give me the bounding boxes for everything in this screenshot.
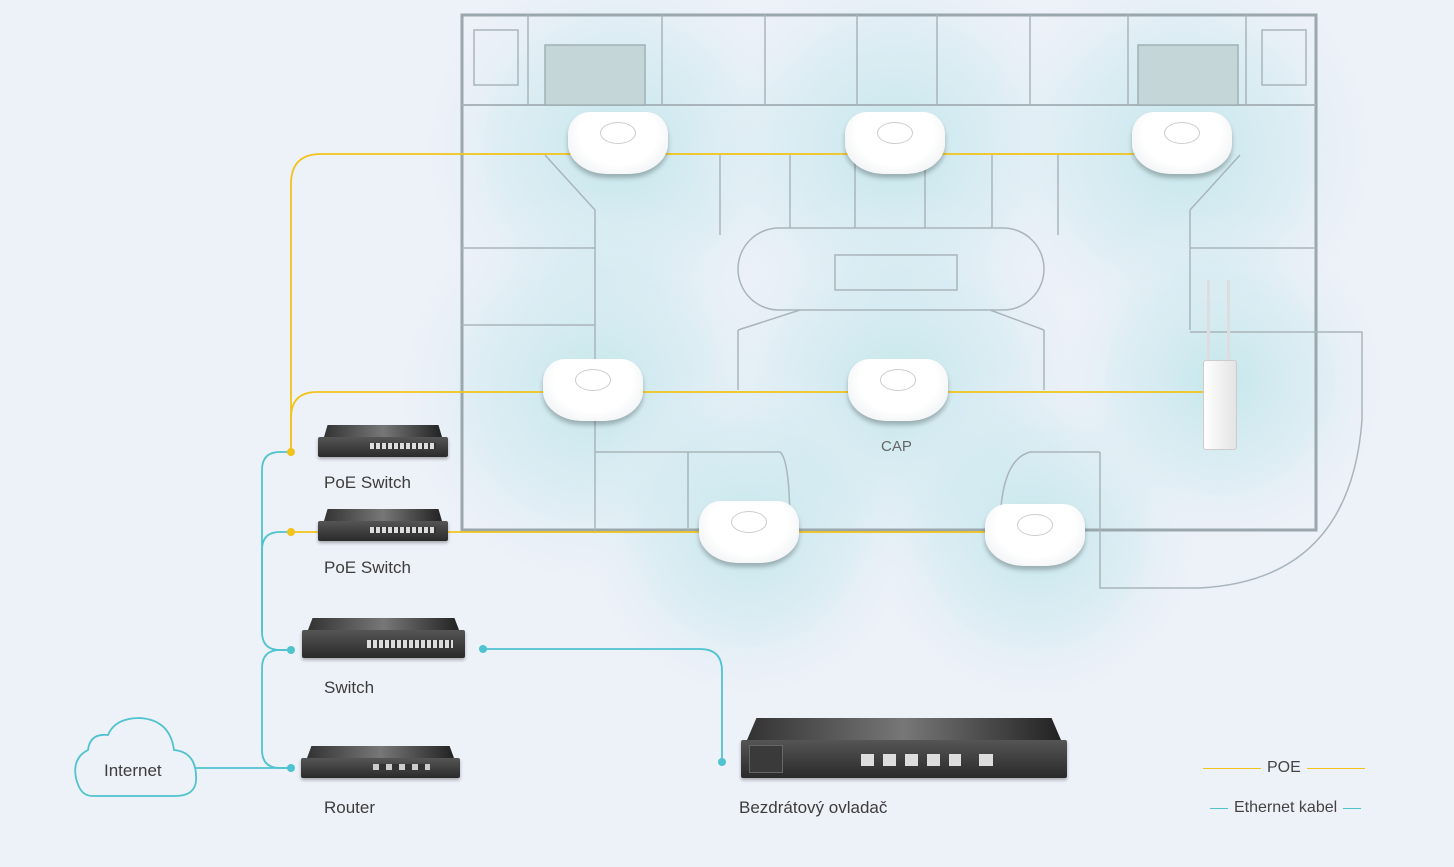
access-point[interactable]: [543, 359, 643, 421]
poe-switch-1-device[interactable]: [318, 425, 448, 457]
controller-label: Bezdrátový ovladač: [739, 798, 888, 817]
switch-label: Switch: [324, 678, 375, 697]
access-point[interactable]: [848, 359, 948, 421]
access-point[interactable]: [1132, 112, 1232, 174]
poe-switch-1-label: PoE Switch: [324, 473, 411, 492]
legend-poe-label: POE: [1267, 759, 1301, 776]
legend-ethernet-label: Ethernet kabel: [1234, 799, 1338, 816]
floor-plan: [460, 13, 1363, 589]
internet-label: Internet: [104, 761, 162, 780]
access-point[interactable]: [985, 504, 1085, 566]
router-device[interactable]: [301, 746, 460, 778]
poe-switch-2-device[interactable]: [318, 509, 448, 541]
wireless-controller-device[interactable]: [741, 718, 1067, 778]
cable-endpoints: [287, 448, 726, 772]
router-label: Router: [324, 798, 376, 817]
legend-ethernet: Ethernet kabel: [1210, 799, 1362, 817]
legend-poe: POE: [1203, 759, 1365, 777]
cap-label: CAP: [881, 438, 912, 455]
cloud-icon: [74, 717, 198, 797]
switch-device[interactable]: [302, 618, 465, 658]
outdoor-access-point[interactable]: [1203, 280, 1237, 450]
poe-switch-2-label: PoE Switch: [324, 558, 411, 577]
access-point[interactable]: [845, 112, 945, 174]
access-point[interactable]: [568, 112, 668, 174]
ethernet-cables: [196, 451, 723, 769]
access-point[interactable]: [699, 501, 799, 563]
